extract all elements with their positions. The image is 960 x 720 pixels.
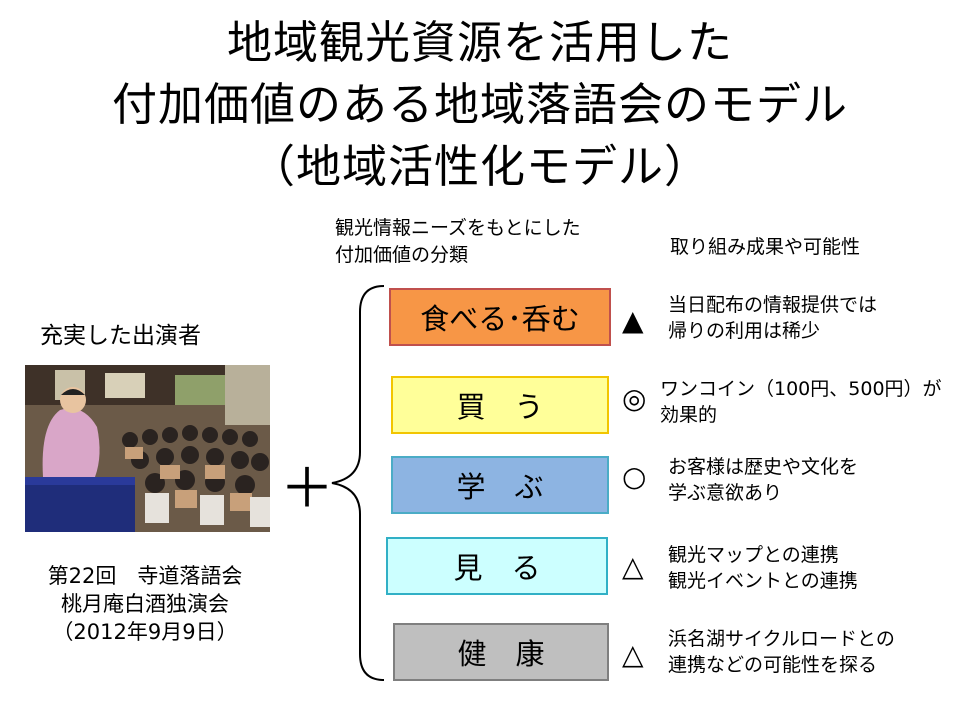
photo-illustration <box>25 365 270 532</box>
category-result: 浜名湖サイクルロードとの 連携などの可能性を探る <box>668 626 895 678</box>
event-caption-line-2: 桃月庵白酒独演会 <box>61 592 229 616</box>
category-result: 当日配布の情報提供では 帰りの利用は稀少 <box>668 292 877 344</box>
category-label: 食べる･呑む <box>420 302 580 336</box>
category-mark: △ <box>622 638 644 671</box>
category-result: 観光マップとの連携 観光イベントとの連携 <box>668 542 858 594</box>
title-line-1: 地域観光資源を活用した <box>226 16 733 69</box>
category-mark: ▲ <box>622 304 644 337</box>
category-result-line-1: 当日配布の情報提供では <box>668 294 878 316</box>
category-result-line-1: お客様は歴史や文化を <box>668 456 859 478</box>
category-result-line-1: ワンコイン（100円、500円）が <box>660 378 942 400</box>
category-result-line-2: 帰りの利用は稀少 <box>668 320 821 342</box>
curly-brace <box>331 285 385 681</box>
category-label: 学 ぶ <box>456 470 544 504</box>
category-result: お客様は歴史や文化を 学ぶ意欲あり <box>668 454 858 506</box>
category-box: 健 康 <box>393 623 609 681</box>
value-class-header-line-2: 付加価値の分類 <box>335 244 469 266</box>
category-mark: ◎ <box>622 382 647 415</box>
slide-title: 地域観光資源を活用した 付加価値のある地域落語会のモデル （地域活性化モデル） <box>0 12 960 198</box>
plus-sign: ＋ <box>280 457 334 520</box>
event-caption: 第22回 寺道落語会 桃月庵白酒独演会 （2012年9月9日） <box>0 562 290 646</box>
category-result-line-2: 観光イベントとの連携 <box>668 570 858 592</box>
category-mark: ○ <box>622 460 647 493</box>
category-box: 学 ぶ <box>391 456 609 514</box>
category-label: 見 る <box>453 551 541 585</box>
rakugo-performance-photo <box>25 365 270 532</box>
category-box: 買 う <box>391 376 609 434</box>
category-result-line-1: 浜名湖サイクルロードとの <box>668 628 895 650</box>
performer-label: 充実した出演者 <box>40 323 201 349</box>
category-result: ワンコイン（100円、500円）が 効果的 <box>660 376 942 428</box>
results-header: 取り組み成果や可能性 <box>670 236 861 258</box>
category-label: 買 う <box>456 390 544 424</box>
category-label: 健 康 <box>457 637 545 671</box>
category-mark: △ <box>622 550 644 583</box>
category-box: 食べる･呑む <box>389 288 611 346</box>
value-class-header-line-1: 観光情報ニーズをもとにした <box>335 217 581 239</box>
category-result-line-2: 学ぶ意欲あり <box>668 482 783 504</box>
category-box: 見 る <box>386 537 608 595</box>
value-class-header: 観光情報ニーズをもとにした 付加価値の分類 <box>335 215 581 269</box>
category-result-line-2: 効果的 <box>660 404 718 426</box>
category-result-line-1: 観光マップとの連携 <box>668 544 839 566</box>
title-line-2: 付加価値のある地域落語会のモデル <box>111 78 848 131</box>
category-result-line-2: 連携などの可能性を探る <box>668 654 878 676</box>
title-line-3: （地域活性化モデル） <box>249 140 710 193</box>
event-caption-line-3: （2012年9月9日） <box>52 620 238 644</box>
event-caption-line-1: 第22回 寺道落語会 <box>47 564 243 588</box>
